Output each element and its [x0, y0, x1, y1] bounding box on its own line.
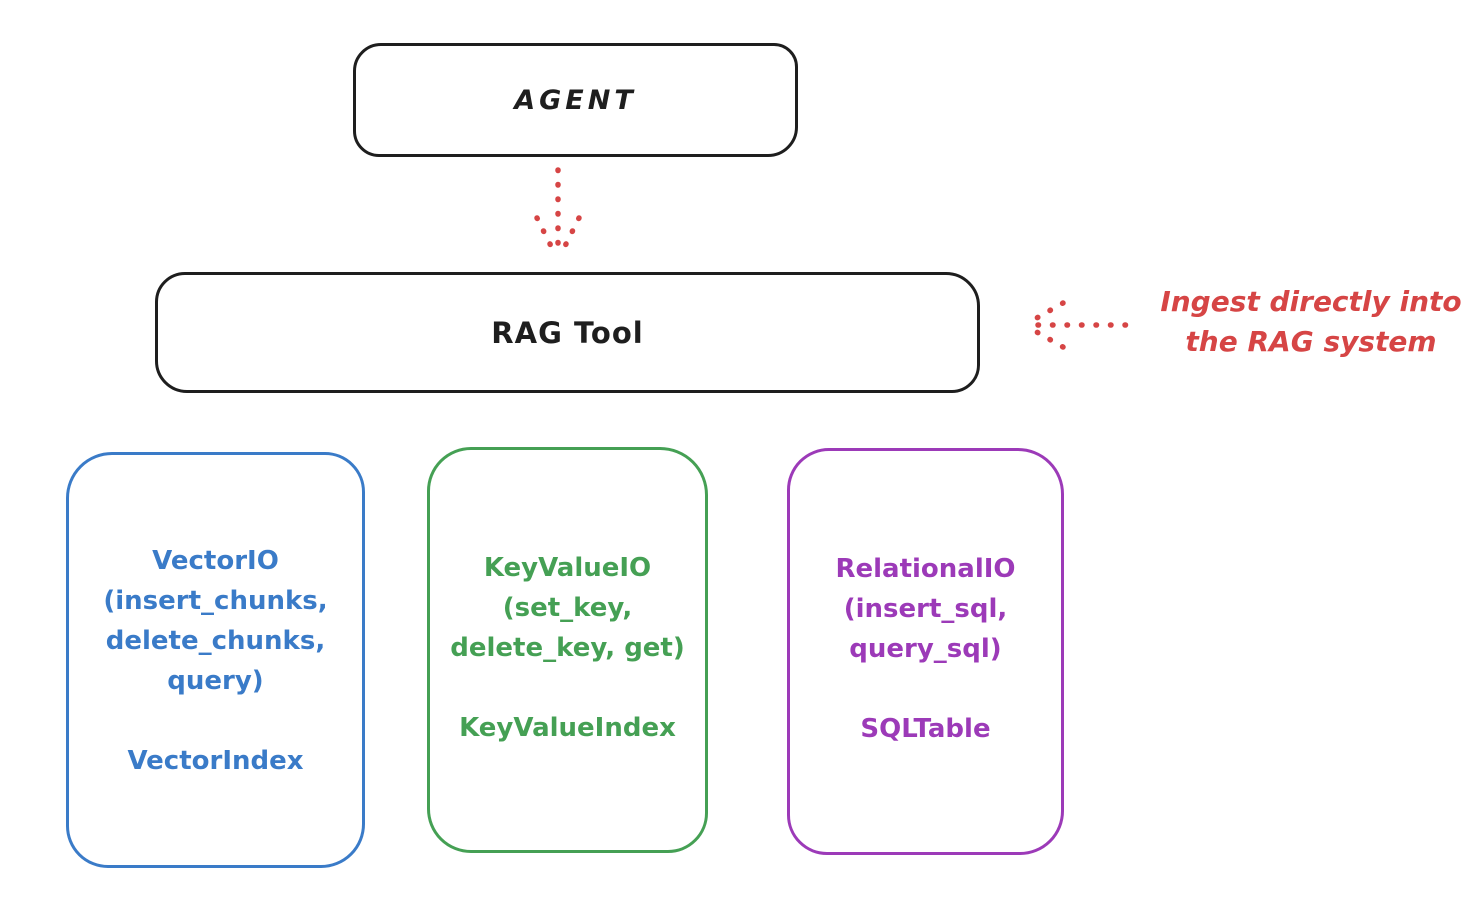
keyvalue-io-args-line-2: delete_key, get): [450, 633, 685, 663]
ingest-annotation-line-2: the RAG system: [1185, 325, 1437, 358]
ingest-annotation-line-1: Ingest directly into: [1160, 285, 1462, 318]
relational-io-args-line-1: (insert_sql,: [843, 594, 1008, 624]
vector-io-args-line-2: delete_chunks,: [105, 626, 326, 656]
rag-tool-label: RAG Tool: [491, 315, 644, 350]
ingest-into-ragtool-arrow: [1025, 300, 1135, 350]
vector-io-args-line-3: query): [167, 666, 264, 696]
ingest-annotation: Ingest directly into the RAG system: [1138, 282, 1484, 362]
vector-io-args-line-1: (insert_chunks,: [103, 586, 328, 616]
relational-io-title: RelationalIO: [835, 554, 1016, 584]
keyvalue-io-title: KeyValueIO: [483, 553, 652, 583]
keyvalue-index-label: KeyValueIndex: [459, 713, 676, 743]
keyvalue-io-node: KeyValueIO (set_key, delete_key, get) Ke…: [427, 447, 708, 853]
relational-io-node: RelationalIO (insert_sql, query_sql) SQL…: [787, 448, 1064, 855]
vector-io-node: VectorIO (insert_chunks, delete_chunks, …: [66, 452, 365, 868]
rag-tool-node: RAG Tool: [155, 272, 980, 393]
sql-table-label: SQLTable: [860, 714, 991, 744]
agent-to-ragtool-arrow: [534, 167, 582, 259]
keyvalue-io-args-line-1: (set_key,: [502, 593, 633, 623]
vector-index-label: VectorIndex: [127, 746, 304, 776]
agent-label: AGENT: [514, 84, 637, 116]
relational-io-args-line-2: query_sql): [849, 634, 1002, 664]
agent-node: AGENT: [353, 43, 798, 157]
vector-io-title: VectorIO: [152, 546, 279, 576]
